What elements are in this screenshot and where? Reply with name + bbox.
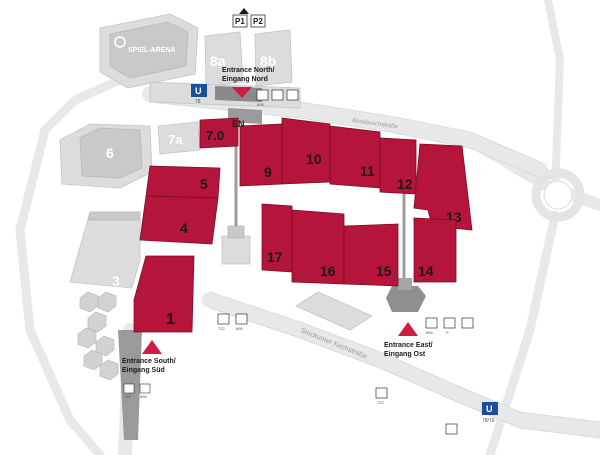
hall-8a-label: 8a	[210, 53, 226, 69]
hexagon-pavilions	[77, 291, 119, 381]
bus-north-lines: 896	[257, 102, 264, 107]
ubahn-icon	[482, 402, 498, 415]
car-icon	[286, 89, 299, 101]
ubahn-north[interactable]: U 78	[191, 84, 207, 105]
north-entrance-building	[149, 81, 301, 124]
entrance-east-label-de: Eingang Ost	[384, 351, 426, 358]
hall-3[interactable]: 3	[69, 211, 141, 289]
ubahn-north-lines: 78	[195, 99, 201, 105]
hall-1-label: 1	[166, 311, 175, 328]
hall-17[interactable]: 17	[261, 203, 293, 273]
parking-southeast[interactable]	[445, 423, 458, 435]
parking-p2-icon	[250, 14, 266, 28]
entrance-north-label-de: Eingang Nord	[222, 76, 268, 83]
ubahn-south[interactable]: U 78/79	[482, 402, 498, 424]
entrance-south-label-de: Eingang Süd	[122, 367, 165, 374]
parking-p1-icon	[232, 14, 248, 28]
bus-stops-east[interactable]: 896 P	[425, 317, 474, 335]
entrance-north[interactable]: Entrance North/ Eingang Nord	[222, 67, 275, 98]
entrance-south[interactable]: Entrance South/ Eingang Süd	[122, 340, 176, 374]
hall-7-0-label: 7.0	[206, 128, 224, 143]
bus-stops-southwest[interactable]: 722 896	[123, 383, 151, 399]
hall-1[interactable]: 1	[133, 255, 195, 333]
bus-east-lines-a: 896	[426, 330, 433, 335]
hall-9-label: 9	[264, 164, 272, 180]
bus-east-lines-b: P	[446, 330, 449, 335]
hall-17-label: 17	[267, 249, 283, 265]
hall-16-label: 16	[320, 263, 336, 279]
hall-10[interactable]: 10	[281, 117, 331, 185]
arena-name: SPIEL-ARENA	[128, 47, 175, 54]
hall-9[interactable]: 9	[239, 123, 283, 187]
hall-14[interactable]: 14	[413, 217, 457, 283]
bus-icon	[217, 313, 230, 325]
bus-stops-north[interactable]: 896	[256, 89, 299, 107]
roads	[15, 0, 600, 455]
hall-14-label: 14	[418, 263, 434, 279]
hall-12-label: 12	[397, 176, 413, 192]
hall-10-label: 10	[306, 151, 322, 167]
hall-3-label: 3	[112, 273, 120, 289]
bus-west-lines-b: 896	[236, 326, 243, 331]
entrance-north-marker-icon	[232, 87, 252, 98]
tram-icon	[235, 313, 248, 325]
hall-4-label: 4	[180, 220, 188, 236]
hall-13[interactable]: 13	[413, 143, 473, 231]
bus-sw-lines-b: 896	[140, 394, 147, 399]
entrance-east[interactable]: Entrance East/ Eingang Ost	[384, 322, 433, 358]
hall-5-label: 5	[200, 176, 208, 192]
hall-7a-label: 7a	[168, 132, 183, 147]
hall-6[interactable]: 6	[59, 123, 153, 189]
entrance-en-label: EN	[232, 119, 245, 129]
spiel-arena[interactable]: SPIEL-ARENA	[99, 13, 199, 89]
east-entrance-building	[386, 278, 426, 312]
hall-8b-label: 8b	[260, 53, 276, 69]
hall-7a[interactable]: 7a	[157, 121, 201, 155]
entrance-south-label-en: Entrance South/	[122, 358, 176, 365]
ubahn-icon	[191, 84, 207, 97]
entrance-south-marker-icon	[142, 340, 162, 354]
bus-icon	[425, 317, 438, 329]
bus-south-lines: 722	[377, 400, 384, 405]
hall-15[interactable]: 15	[343, 223, 399, 287]
hall-12[interactable]: 12	[379, 137, 417, 195]
car-icon	[445, 423, 458, 435]
entrance-east-marker-icon	[398, 322, 418, 336]
hall-6-label: 6	[106, 145, 114, 161]
entrance-east-label-en: Entrance East/	[384, 342, 433, 349]
taxi-icon	[443, 317, 456, 329]
bus-sw-lines-a: 722	[124, 394, 131, 399]
parking-p2-label: P2	[253, 17, 263, 26]
bus-west-lines-a: 722	[218, 326, 225, 331]
ubahn-glyph-icon: U	[486, 404, 493, 414]
hall-15-label: 15	[376, 263, 392, 279]
bus-stop-south[interactable]: 722	[375, 387, 388, 405]
hall-5[interactable]: 5	[145, 165, 221, 199]
hall-11-label: 11	[360, 163, 375, 179]
hall-16[interactable]: 16	[291, 209, 345, 285]
hall-7-0[interactable]: 7.0	[199, 117, 239, 149]
taxi-icon	[271, 89, 284, 101]
taxi-icon	[139, 383, 151, 394]
bus-icon	[375, 387, 388, 399]
service-building	[221, 225, 251, 265]
roundabout	[531, 168, 585, 222]
entrance-north-label-en: Entrance North/	[222, 67, 275, 74]
parking-p1-label: P1	[235, 17, 245, 26]
car-icon	[461, 317, 474, 329]
bus-icon	[123, 383, 135, 394]
hall-4[interactable]: 4	[139, 195, 219, 245]
south-building	[295, 291, 373, 331]
hall-8b[interactable]: 8b	[254, 29, 293, 87]
parking-area[interactable]: P1 P2	[232, 8, 266, 28]
ubahn-south-lines: 78/79	[482, 418, 495, 424]
north-arrow-icon	[239, 8, 249, 14]
bus-icon	[256, 89, 269, 101]
hall-8a[interactable]: 8a	[204, 31, 244, 87]
ubahn-glyph-icon: U	[195, 86, 202, 96]
bus-stops-west[interactable]: 722 896	[217, 313, 248, 331]
arena-logo-icon	[114, 36, 126, 48]
hall-11[interactable]: 11	[329, 125, 381, 189]
